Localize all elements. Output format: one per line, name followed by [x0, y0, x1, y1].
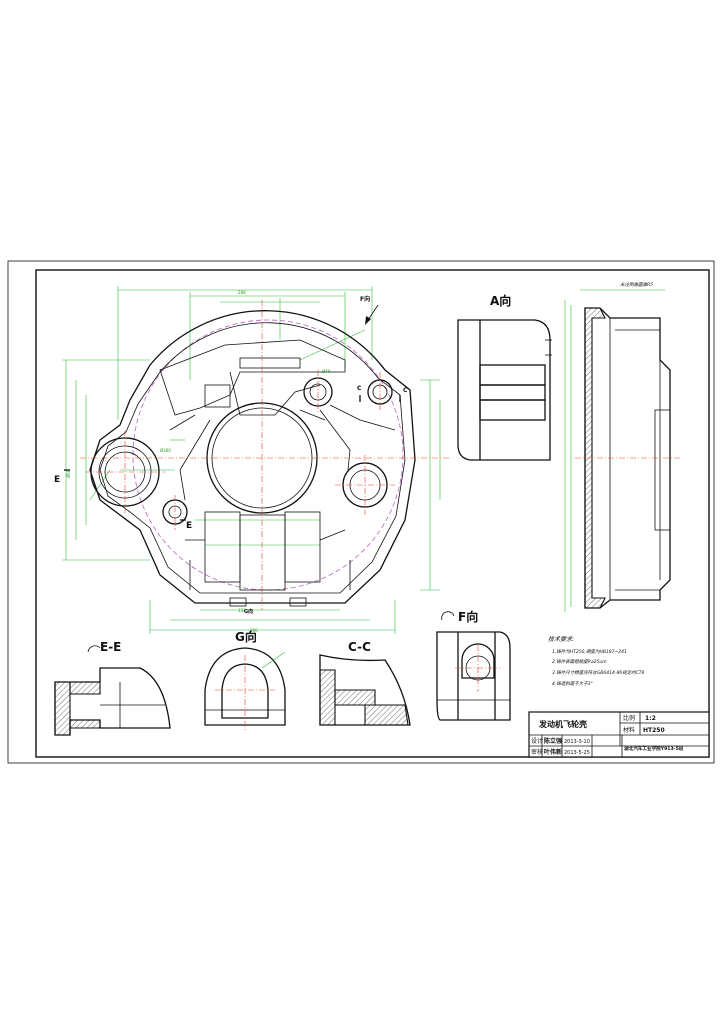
a-view: A向: [457, 293, 552, 461]
main-front-view: Ø360 Ø68 Ø40 132 380 288 F向 C C E E G向: [54, 286, 450, 634]
inner-border: [35, 269, 710, 758]
e-cut-marker-left: E: [54, 475, 60, 485]
design-label: 设计: [531, 737, 543, 745]
tech-requirements: 技术要求: 1.铸件为HT250,硬度为HB187~241 2.铸件表面粗糙度R…: [548, 635, 645, 687]
ee-section-title: E-E: [100, 640, 121, 654]
school-name: 湖北汽车工业学院Y913-5班: [624, 745, 684, 752]
tech-item-3: 3.铸件尺寸精度应符合GB6414-86规定的CT8: [552, 670, 645, 676]
tech-heading: 技术要求:: [548, 635, 574, 643]
e-cut-marker-right: E: [186, 521, 192, 531]
c-cut-marker-right: C: [403, 387, 408, 394]
svg-text:380: 380: [250, 628, 258, 633]
g-view-title: G向: [235, 629, 257, 644]
svg-text:Ø360: Ø360: [160, 448, 171, 453]
review-label: 审核: [531, 748, 543, 756]
svg-text:132: 132: [238, 608, 246, 613]
svg-text:Ø40: Ø40: [322, 369, 331, 374]
designer-name: 陈立强: [544, 737, 562, 745]
material-value: HT250: [643, 727, 665, 734]
part-name: 发动机飞轮壳: [538, 719, 587, 729]
f-direction-label: F向: [360, 295, 370, 303]
outer-border: [7, 260, 715, 764]
side-note: 未注倒角圆角R5: [620, 282, 653, 288]
g-direction-label: G向: [244, 608, 253, 615]
g-view: G向: [204, 629, 286, 730]
cc-section-title: C-C: [348, 640, 371, 654]
f-view-title: F向: [458, 609, 478, 624]
tech-item-4: 4.铸造斜度不大于3°: [552, 681, 593, 687]
housing-outline: [89, 310, 416, 604]
scale-value: 1:2: [645, 715, 656, 722]
f-view: F向: [436, 609, 511, 721]
c-cut-marker-left: C: [357, 385, 362, 392]
a-view-title: A向: [490, 293, 511, 308]
scale-label: 比例: [623, 714, 635, 722]
side-section-view: 未注倒角圆角R5: [564, 282, 680, 612]
cc-section: C-C: [319, 640, 411, 726]
title-block: 发动机飞轮壳 比例 1:2 材料 HT250 设计 陈立强 2013-3-10 …: [528, 711, 710, 758]
review-date: 2013-5-25: [564, 750, 590, 756]
tech-item-2: 2.铸件表面粗糙度Ra25um: [552, 659, 607, 665]
ee-section: E-E: [54, 640, 171, 736]
tech-item-1: 1.铸件为HT250,硬度为HB187~241: [552, 649, 627, 655]
dimension-lines: [62, 286, 441, 634]
svg-text:Ø68: Ø68: [66, 469, 71, 478]
design-date: 2013-3-10: [564, 739, 590, 745]
material-label: 材料: [623, 726, 635, 734]
reviewer-name: 叶伟新: [544, 748, 562, 756]
svg-text:288: 288: [238, 290, 246, 295]
